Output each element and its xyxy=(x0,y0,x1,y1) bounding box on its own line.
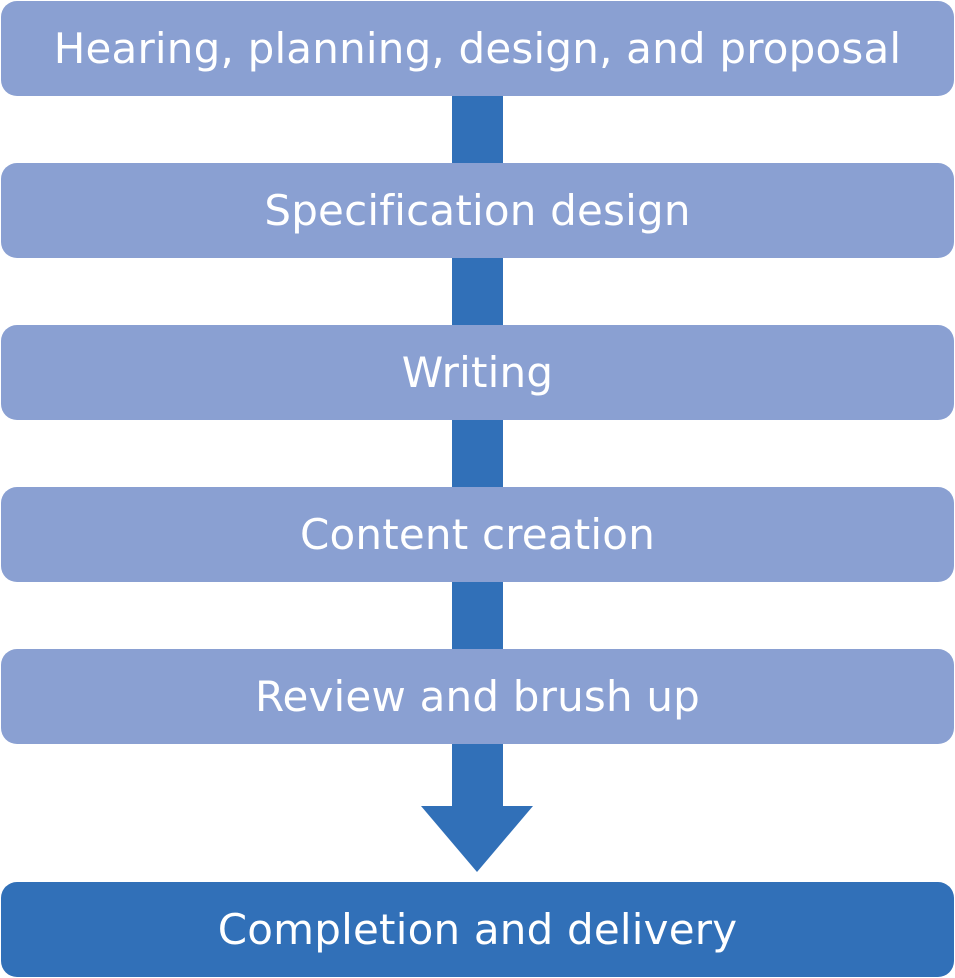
arrow-down-icon xyxy=(421,806,533,872)
step-completion-delivery: Completion and delivery xyxy=(1,882,954,977)
step-content-creation: Content creation xyxy=(1,487,954,582)
step-review-brush-up: Review and brush up xyxy=(1,649,954,744)
connector-1 xyxy=(452,95,503,165)
final-step-label: Completion and delivery xyxy=(217,905,738,954)
step-label: Review and brush up xyxy=(254,672,701,721)
connector-2 xyxy=(452,257,503,327)
step-writing: Writing xyxy=(1,325,954,420)
step-hearing-planning: Hearing, planning, design, and proposal xyxy=(1,1,954,96)
step-specification-design: Specification design xyxy=(1,163,954,258)
connector-4 xyxy=(452,581,503,651)
arrow-shaft xyxy=(452,743,503,809)
connector-3 xyxy=(452,419,503,489)
step-label: Writing xyxy=(401,348,554,397)
step-label: Specification design xyxy=(264,186,691,235)
step-label: Hearing, planning, design, and proposal xyxy=(53,24,902,73)
step-label: Content creation xyxy=(299,510,656,559)
